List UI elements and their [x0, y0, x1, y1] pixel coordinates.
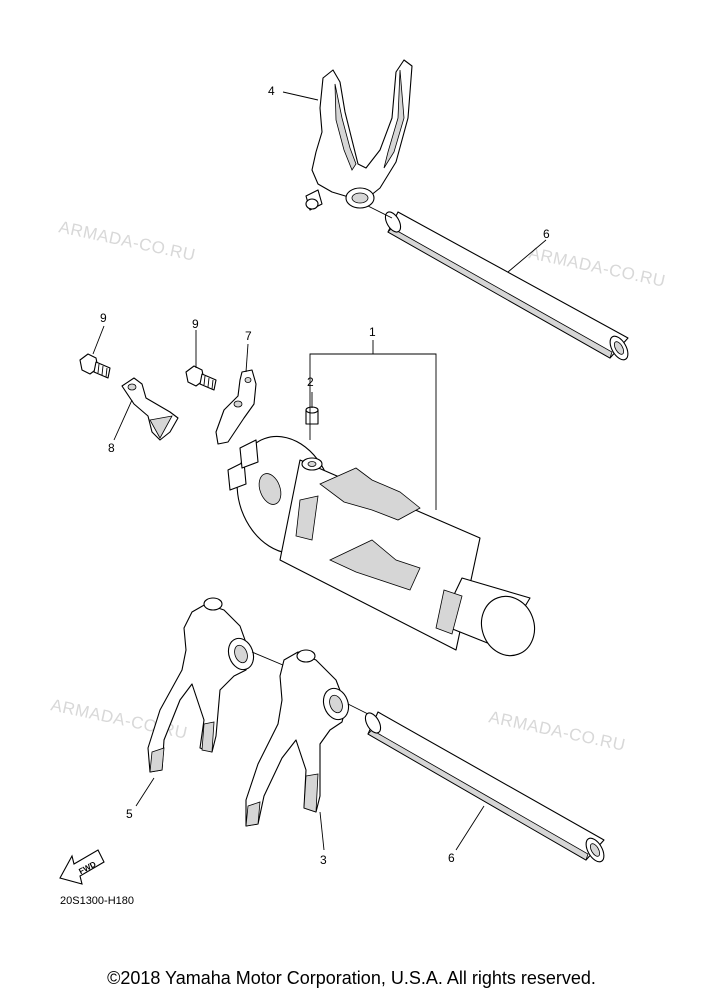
shift-drum — [227, 435, 536, 657]
shift-fork-upper — [305, 59, 413, 211]
callout-2: 2 — [307, 375, 314, 389]
callout-1: 1 — [369, 325, 376, 339]
fork-shaft-upper — [367, 205, 629, 361]
segment-plate — [215, 369, 257, 445]
callout-7: 7 — [245, 329, 252, 343]
watermark: ARMADA-CO.RU — [57, 217, 197, 265]
bolt-right — [185, 365, 217, 391]
stopper-plate — [121, 377, 179, 441]
fwd-arrow-icon: FWD — [59, 849, 105, 885]
dowel-pin — [305, 406, 319, 425]
fork-shaft-lower — [364, 711, 605, 863]
callout-3: 3 — [320, 853, 327, 867]
callout-6-upper: 6 — [543, 227, 550, 241]
callout-9-left: 9 — [100, 311, 107, 325]
watermark: ARMADA-CO.RU — [527, 243, 667, 291]
callout-5: 5 — [126, 807, 133, 821]
callout-4: 4 — [268, 84, 275, 98]
copyright-notice: ©2018 Yamaha Motor Corporation, U.S.A. A… — [107, 968, 596, 988]
callout-8: 8 — [108, 441, 115, 455]
watermark: ARMADA-CO.RU — [487, 707, 627, 755]
callout-6-lower: 6 — [448, 851, 455, 865]
bolt-left — [79, 353, 111, 379]
drawing-code: 20S1300-H180 — [60, 895, 134, 907]
shift-fork-left — [147, 597, 255, 773]
shift-fork-right — [245, 649, 350, 827]
callout-9-right: 9 — [192, 317, 199, 331]
